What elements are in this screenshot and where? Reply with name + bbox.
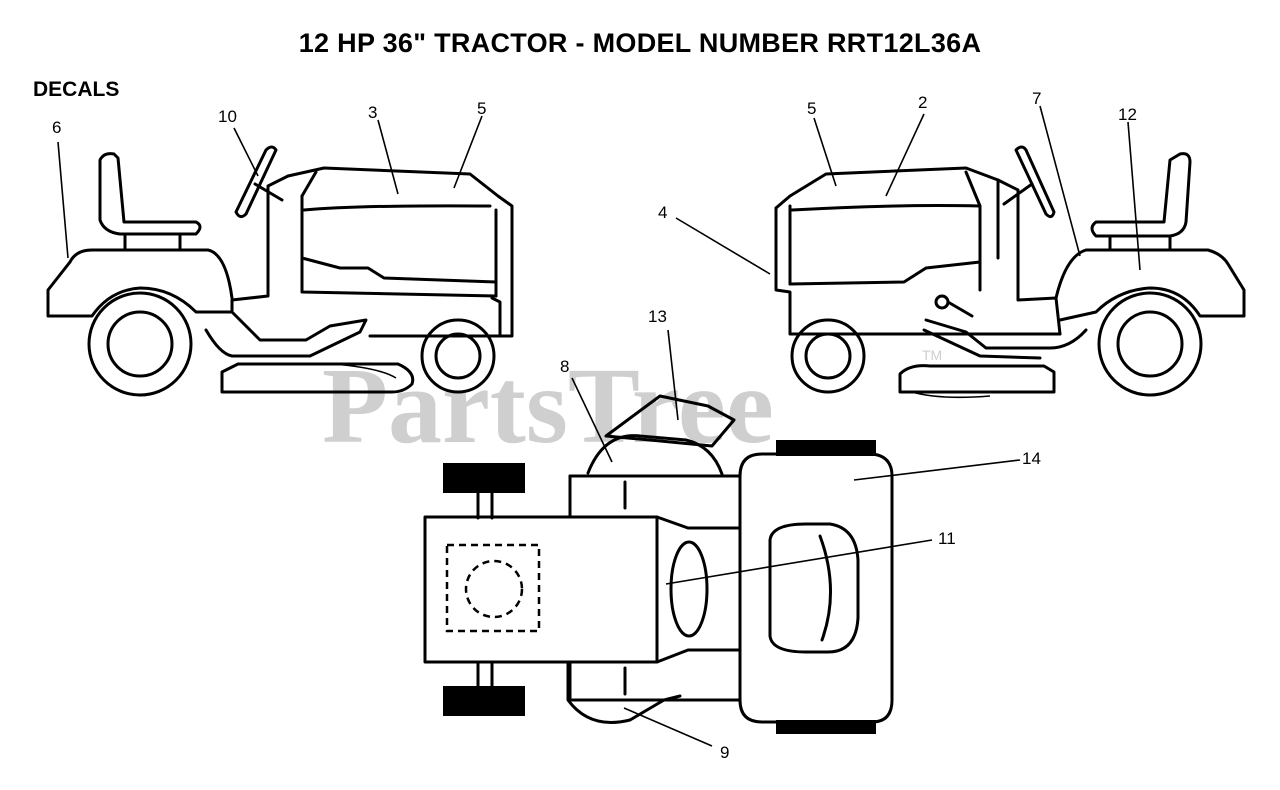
dash-top [655, 515, 742, 664]
hood-left [286, 166, 514, 338]
right-side-tractor [675, 105, 1246, 399]
leader-13 [667, 329, 679, 421]
seat-base-left [123, 232, 182, 252]
callout-2: 2 [918, 93, 927, 112]
steering-wheel-right [1014, 145, 1056, 219]
callout-3: 3 [368, 103, 377, 122]
rear-wheel-right [1097, 291, 1203, 397]
callout-7: 7 [1032, 89, 1041, 108]
callout-4: 4 [658, 203, 667, 222]
leader-6 [57, 141, 69, 259]
lever-right [946, 300, 974, 318]
steering-wheel-left [234, 145, 278, 219]
fender-top-upper [586, 434, 724, 476]
watermark-trademark: TM [922, 347, 942, 363]
callout-5-left: 5 [477, 99, 486, 118]
front-axle-top [476, 491, 494, 688]
leader-9 [623, 707, 713, 747]
left-side-tractor [46, 115, 514, 397]
leader-11 [665, 539, 933, 585]
frame-left [204, 310, 368, 358]
fuel-cap-right [934, 294, 950, 310]
seat-back-top [818, 534, 833, 642]
decal-outline-top [445, 543, 541, 633]
callout-13: 13 [648, 307, 667, 326]
hood-top [423, 515, 659, 664]
hood-side-left [300, 194, 498, 298]
front-hub-right [804, 332, 852, 380]
engine-cover-right [788, 260, 982, 286]
seat-left [98, 152, 202, 236]
callout-5-right: 5 [807, 99, 816, 118]
deck-line-right [911, 391, 991, 399]
frame-right [924, 318, 1088, 350]
section-label: DECALS [33, 78, 120, 101]
seat-top [768, 522, 860, 654]
front-hub-left [434, 332, 482, 380]
seat-base-right [1108, 234, 1172, 252]
decal-circle-top [464, 559, 524, 619]
front-tire-top-lower [443, 686, 525, 716]
callout-12: 12 [1118, 105, 1137, 124]
hood-line-right [790, 204, 982, 292]
leader-4 [675, 217, 771, 275]
seat-right [1090, 152, 1192, 238]
callout-11: 11 [938, 529, 956, 548]
rear-hub-left [106, 310, 174, 378]
steering-wheel-top [669, 540, 709, 638]
hood-front-right [774, 206, 1062, 336]
rear-hub-right [1116, 310, 1184, 378]
fender-top-lower [566, 660, 682, 724]
mower-deck-left [220, 362, 415, 394]
front-tire-top-upper [443, 463, 525, 493]
leader-2 [885, 113, 925, 197]
decal-plate-top [604, 394, 736, 448]
mower-deck-right [898, 364, 1056, 394]
body-left [46, 174, 290, 318]
front-wheel-left [420, 318, 496, 394]
leader-7 [1039, 105, 1081, 257]
leader-3 [377, 119, 399, 195]
leader-10 [233, 127, 259, 177]
fender-right [1054, 248, 1246, 322]
callout-8: 8 [560, 357, 569, 376]
callout-labels: 6 10 3 5 5 2 7 12 4 13 8 14 11 9 [52, 89, 1137, 762]
rear-wheel-left [87, 291, 193, 397]
callout-6: 6 [52, 118, 61, 137]
diagram-title: 12 HP 36" TRACTOR - MODEL NUMBER RRT12L3… [298, 28, 982, 58]
leader-12 [1127, 121, 1141, 271]
body-right [996, 178, 1062, 336]
callout-9: 9 [720, 743, 729, 762]
front-wheel-right [790, 318, 866, 394]
top-view-tractor [423, 329, 1021, 747]
leader-8 [571, 377, 613, 463]
fender-top-left [68, 248, 234, 300]
hood-edge-right [964, 170, 982, 208]
hood-edge-left [300, 170, 318, 198]
callout-10: 10 [218, 107, 237, 126]
engine-cover-left [300, 256, 498, 284]
mid-body-top [568, 474, 742, 702]
rear-tire-top-lower [776, 720, 876, 734]
leader-5-left [453, 115, 483, 189]
frame-rail-right [922, 328, 1042, 360]
leader-5-right [813, 117, 837, 187]
rear-body-top [738, 452, 894, 724]
hood-line-left [302, 204, 492, 212]
callout-14: 14 [1022, 449, 1041, 468]
leader-14 [853, 459, 1021, 481]
deck-line-left [333, 363, 397, 379]
rear-tire-top-upper [776, 440, 876, 456]
hood-right [774, 166, 1000, 260]
